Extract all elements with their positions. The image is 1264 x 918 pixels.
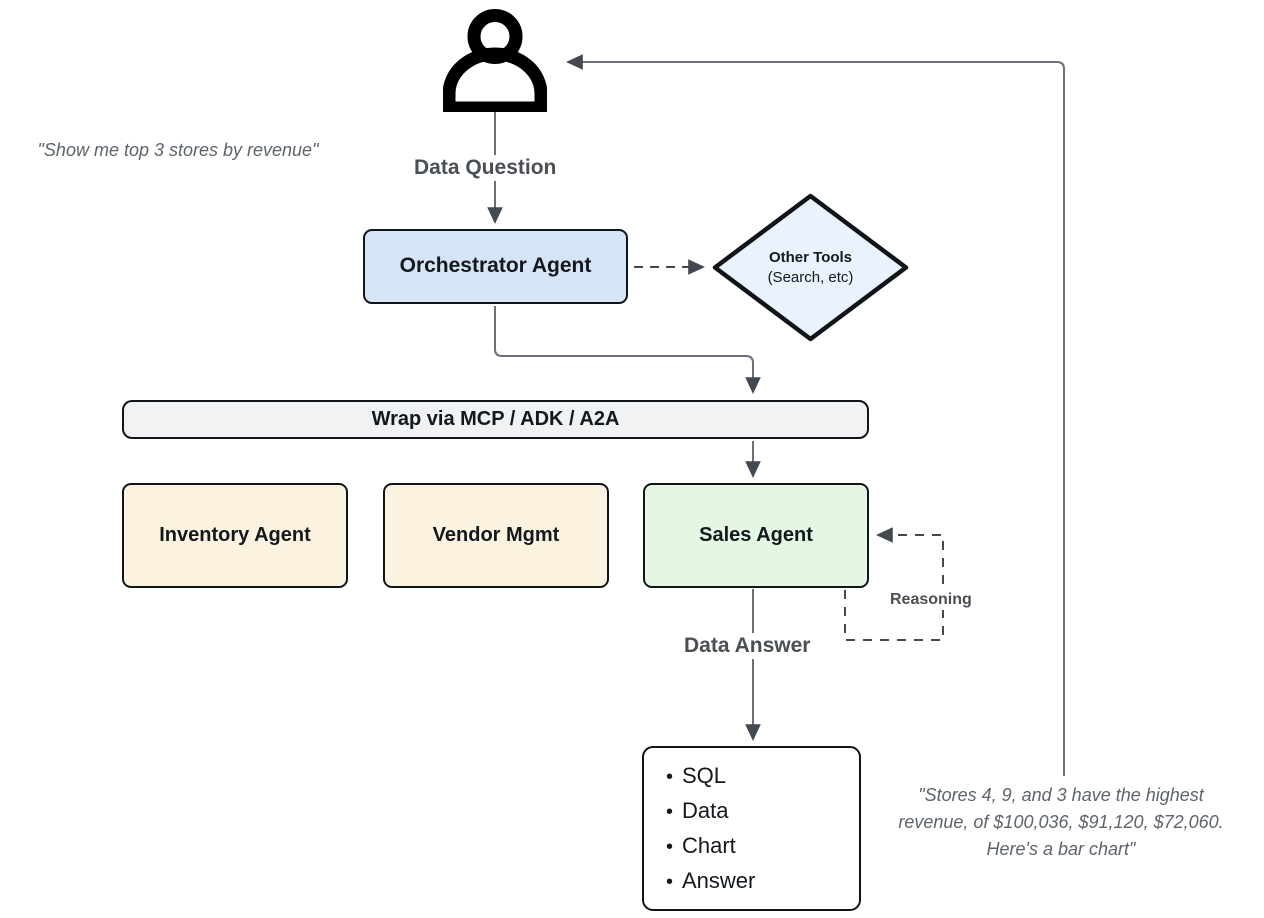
node-sales-agent[interactable]: Sales Agent <box>643 483 869 588</box>
node-mcp-wrapper-bar-label: Wrap via MCP / ADK / A2A <box>371 408 620 430</box>
edge-label-data-answer: Data Answer <box>679 633 816 659</box>
node-sales-agent-label: Sales Agent <box>699 524 813 546</box>
node-vendor-mgmt-label: Vendor Mgmt <box>432 524 560 546</box>
output-artifact-item: Chart <box>666 829 755 864</box>
node-inventory-agent[interactable]: Inventory Agent <box>122 483 348 588</box>
node-other-tools[interactable]: Other Tools (Search, etc) <box>709 190 912 345</box>
user-icon <box>443 9 547 112</box>
diamond-shape <box>712 193 909 342</box>
output-artifact-item: Data <box>666 794 755 829</box>
node-output-artifacts[interactable]: SQLDataChartAnswer <box>642 746 861 911</box>
output-artifact-item: Answer <box>666 864 755 899</box>
node-vendor-mgmt[interactable]: Vendor Mgmt <box>383 483 609 588</box>
edge-label-data-question: Data Question <box>409 155 562 181</box>
output-artifact-list: SQLDataChartAnswer <box>644 759 755 899</box>
node-orchestrator-agent[interactable]: Orchestrator Agent <box>363 229 628 304</box>
edge-label-reasoning: Reasoning <box>885 590 977 610</box>
final-answer-quote: "Stores 4, 9, and 3 have the highest rev… <box>898 785 1224 859</box>
node-orchestrator-agent-label: Orchestrator Agent <box>399 254 592 278</box>
user-question-quote: "Show me top 3 stores by revenue" <box>37 140 319 160</box>
output-artifact-item: SQL <box>666 759 755 794</box>
node-mcp-wrapper-bar[interactable]: Wrap via MCP / ADK / A2A <box>122 400 869 439</box>
node-inventory-agent-label: Inventory Agent <box>159 524 311 546</box>
